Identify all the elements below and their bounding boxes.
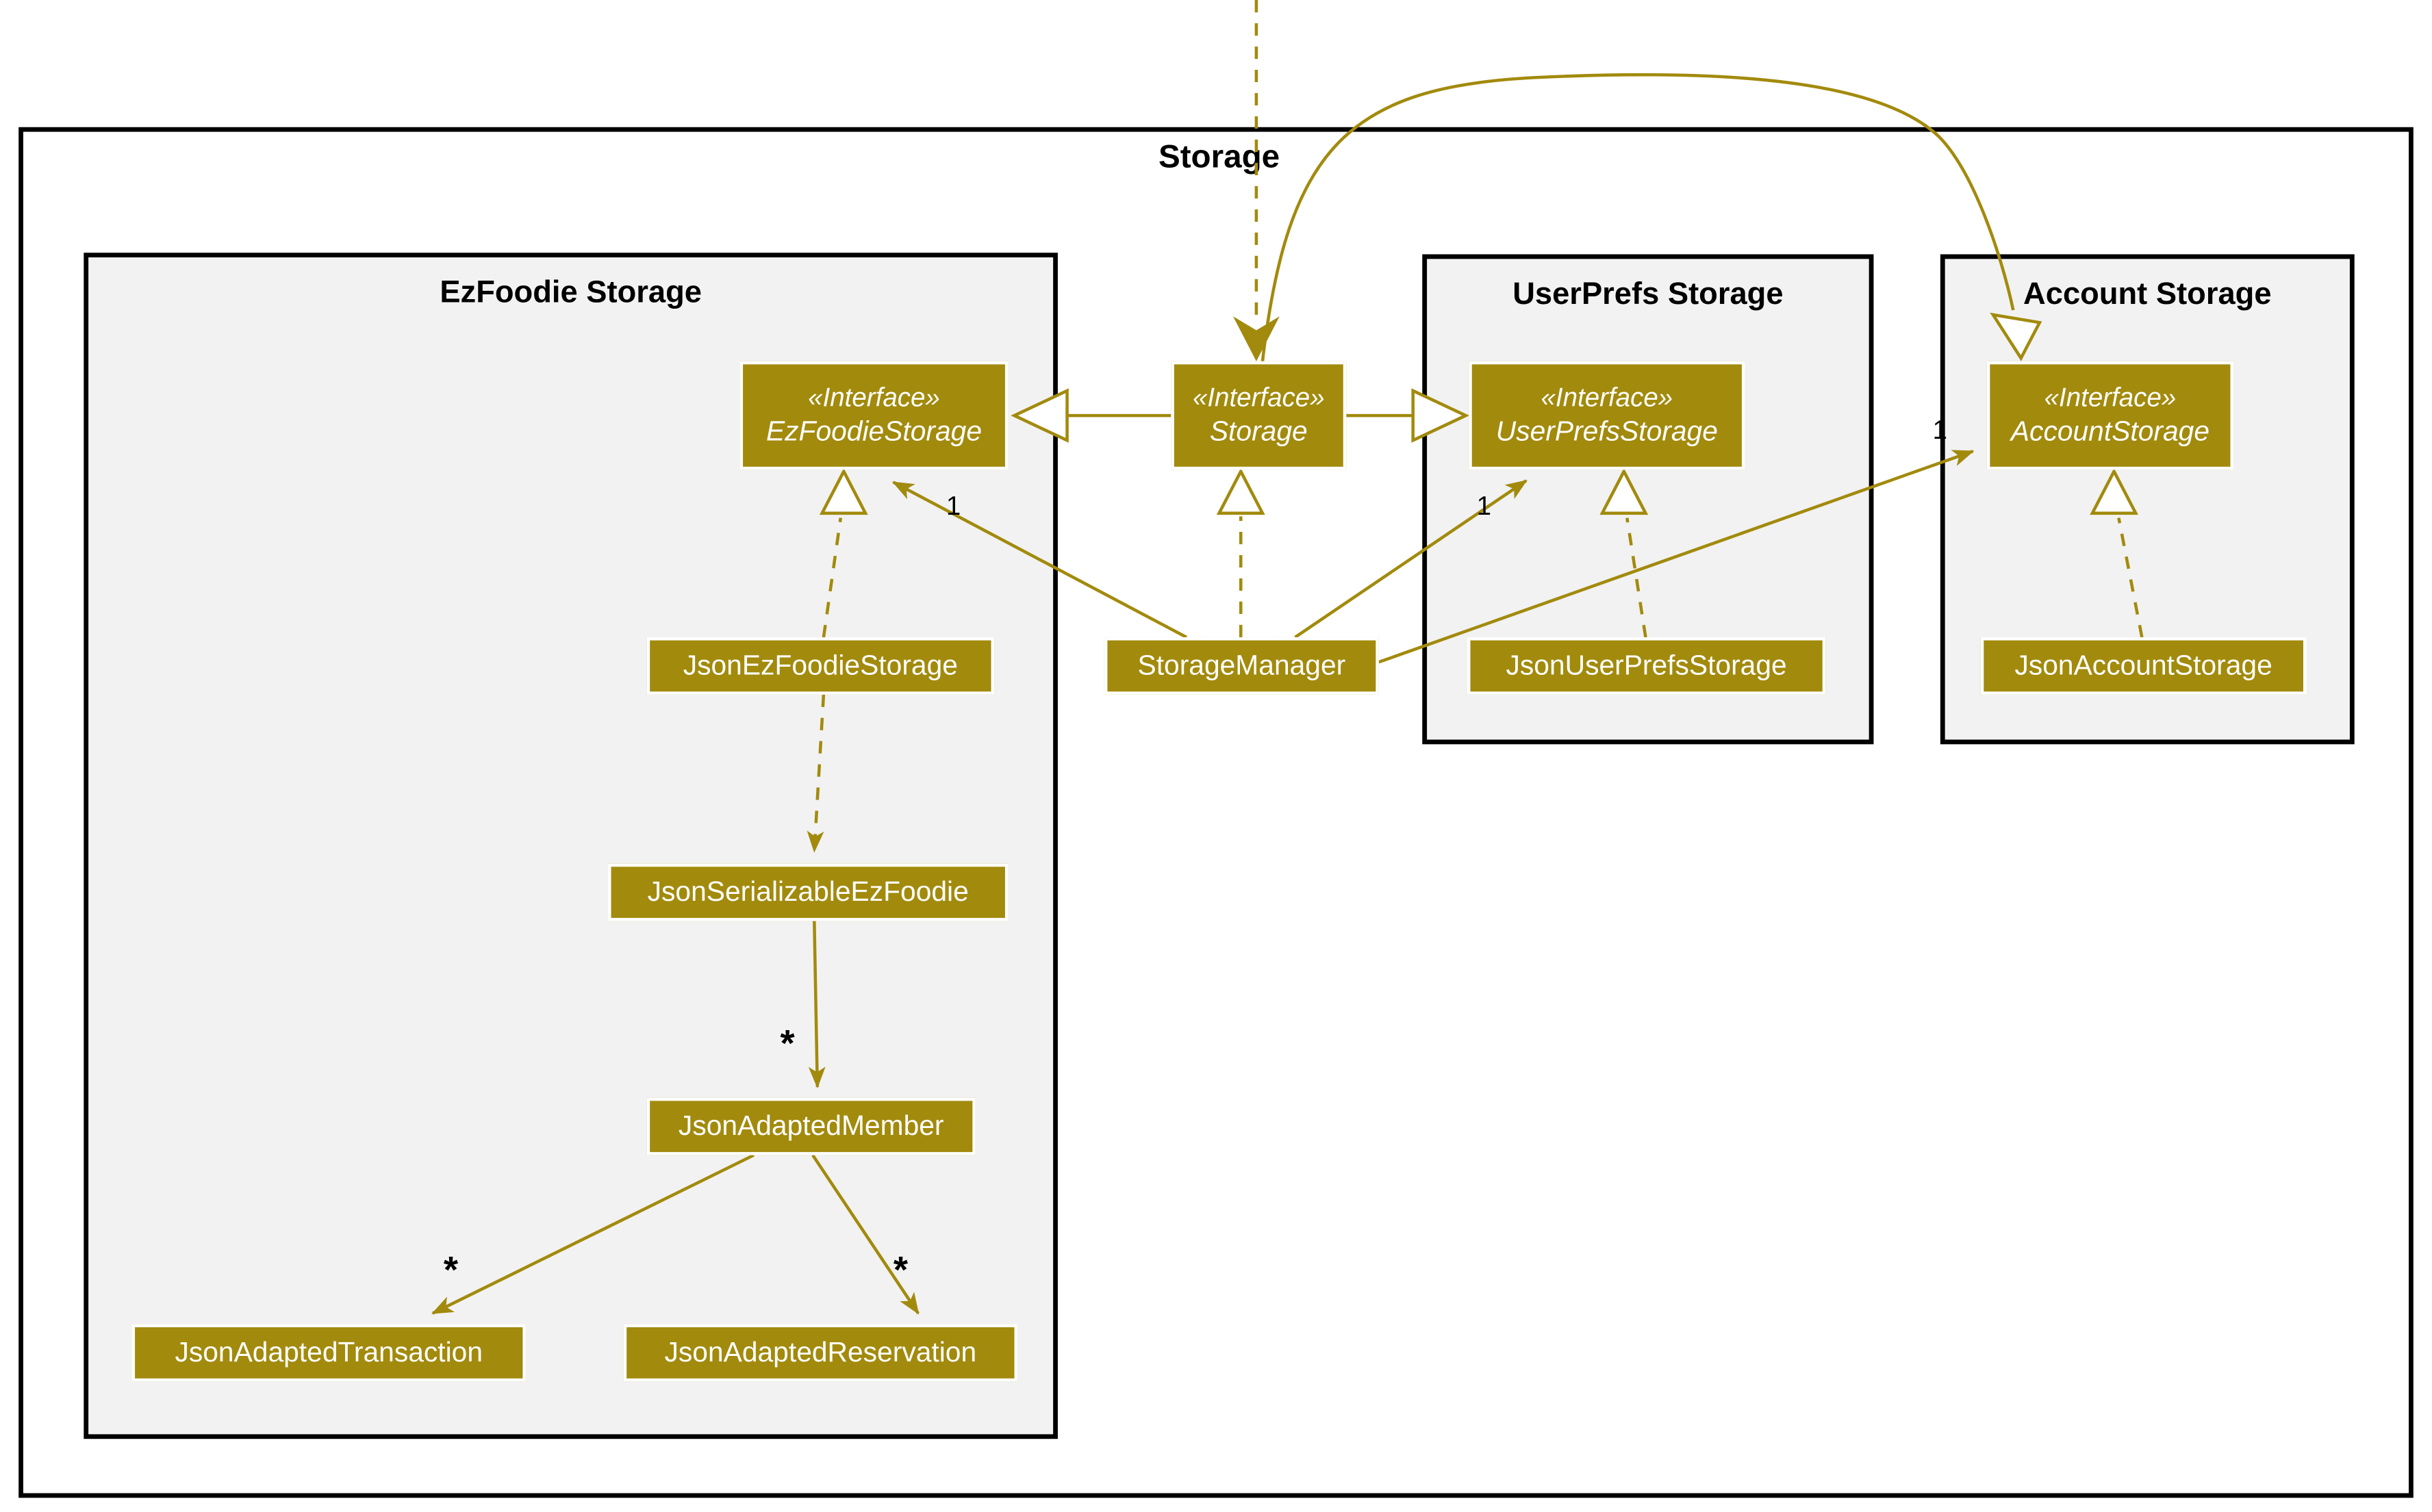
realization-arrowhead-ezfoodiestorage bbox=[819, 467, 868, 515]
interface-storage-stereotype: «Interface» bbox=[1192, 383, 1325, 413]
realization-arrowhead-userprefsstorage bbox=[1599, 467, 1649, 515]
generalization-arrowhead-userprefsstorage bbox=[1411, 388, 1470, 443]
class-jsonadaptedmember-name: JsonAdaptedMember bbox=[678, 1110, 944, 1142]
interface-storage-name: Storage bbox=[1209, 415, 1308, 448]
storagemanager-to-ezfoodiestorage-line bbox=[891, 480, 1188, 639]
incoming-dependency-arrowhead bbox=[1232, 316, 1280, 361]
class-jsonadaptedmember: JsonAdaptedMember bbox=[646, 1097, 976, 1155]
interface-accountstorage: «Interface» AccountStorage bbox=[1986, 361, 2234, 470]
class-jsonuserprefsstorage: JsonUserPrefsStorage bbox=[1467, 637, 1826, 695]
interface-userprefsstorage-name: UserPrefsStorage bbox=[1495, 415, 1718, 448]
class-jsonadaptedtransaction-name: JsonAdaptedTransaction bbox=[175, 1337, 483, 1368]
class-jsonezfoodiestorage-name: JsonEzFoodieStorage bbox=[683, 650, 958, 682]
interface-ezfoodiestorage-stereotype: «Interface» bbox=[808, 383, 940, 413]
class-jsonserializableezfoodie: JsonSerializableEzFoodie bbox=[607, 863, 1009, 921]
generalization-arrowhead-accountstorage bbox=[1990, 312, 2042, 361]
class-jsonserializableezfoodie-name: JsonSerializableEzFoodie bbox=[647, 876, 969, 908]
member-to-reservation-line bbox=[811, 1154, 920, 1315]
multiplicity-accountstorage: 1 bbox=[1932, 415, 1948, 446]
jsonuserprefs-realizes-userprefsstorage-line bbox=[1625, 517, 1647, 638]
realization-arrowhead-accountstorage bbox=[2090, 467, 2139, 515]
multiplicity-many-member: * bbox=[780, 1023, 795, 1066]
storagemanager-to-accountstorage-line bbox=[1378, 450, 1975, 664]
interface-ezfoodiestorage: «Interface» EzFoodieStorage bbox=[739, 361, 1009, 470]
class-jsonezfoodiestorage: JsonEzFoodieStorage bbox=[646, 637, 995, 695]
class-storagemanager-name: StorageManager bbox=[1137, 650, 1346, 682]
package-ezfoodie-title: EzFoodie Storage bbox=[440, 276, 702, 311]
storage-extends-accountstorage-curve bbox=[1261, 73, 2015, 362]
storagemanager-to-userprefsstorage-line bbox=[1294, 479, 1528, 639]
jsonezfoodie-to-serializable-line bbox=[807, 694, 826, 853]
package-userprefs-title: UserPrefs Storage bbox=[1512, 277, 1784, 312]
class-jsonaccountstorage-name: JsonAccountStorage bbox=[2014, 650, 2272, 682]
class-storagemanager: StorageManager bbox=[1104, 637, 1379, 695]
class-jsonuserprefsstorage-name: JsonUserPrefsStorage bbox=[1506, 650, 1787, 682]
serializable-to-member-line bbox=[808, 921, 826, 1089]
interface-storage: «Interface» Storage bbox=[1171, 361, 1347, 470]
member-to-transaction-line bbox=[431, 1153, 755, 1315]
multiplicity-ezfoodiestorage: 1 bbox=[946, 491, 961, 522]
interface-accountstorage-stereotype: «Interface» bbox=[2044, 383, 2177, 413]
multiplicity-many-transaction: * bbox=[443, 1249, 459, 1292]
interface-userprefsstorage: «Interface» UserPrefsStorage bbox=[1469, 361, 1745, 470]
interface-ezfoodiestorage-name: EzFoodieStorage bbox=[765, 415, 983, 448]
class-jsonaccountstorage: JsonAccountStorage bbox=[1980, 637, 2307, 695]
jsonaccount-realizes-accountstorage-line bbox=[2117, 517, 2144, 638]
multiplicity-userprefsstorage: 1 bbox=[1476, 491, 1492, 522]
jsonezfoodie-realizes-ezfoodiestorage-line bbox=[822, 517, 843, 638]
interface-accountstorage-name: AccountStorage bbox=[2010, 415, 2210, 448]
class-jsonadaptedreservation: JsonAdaptedReservation bbox=[623, 1324, 1018, 1382]
class-jsonadaptedreservation-name: JsonAdaptedReservation bbox=[664, 1337, 977, 1368]
interface-userprefsstorage-stereotype: «Interface» bbox=[1541, 383, 1673, 413]
realization-arrowhead-storage bbox=[1216, 467, 1265, 515]
generalization-arrowhead-ezfoodiestorage bbox=[1011, 388, 1069, 443]
class-jsonadaptedtransaction: JsonAdaptedTransaction bbox=[131, 1324, 526, 1382]
diagram-title: Storage bbox=[1158, 139, 1280, 175]
multiplicity-many-reservation: * bbox=[893, 1249, 908, 1292]
package-account-title: Account Storage bbox=[2023, 277, 2272, 312]
